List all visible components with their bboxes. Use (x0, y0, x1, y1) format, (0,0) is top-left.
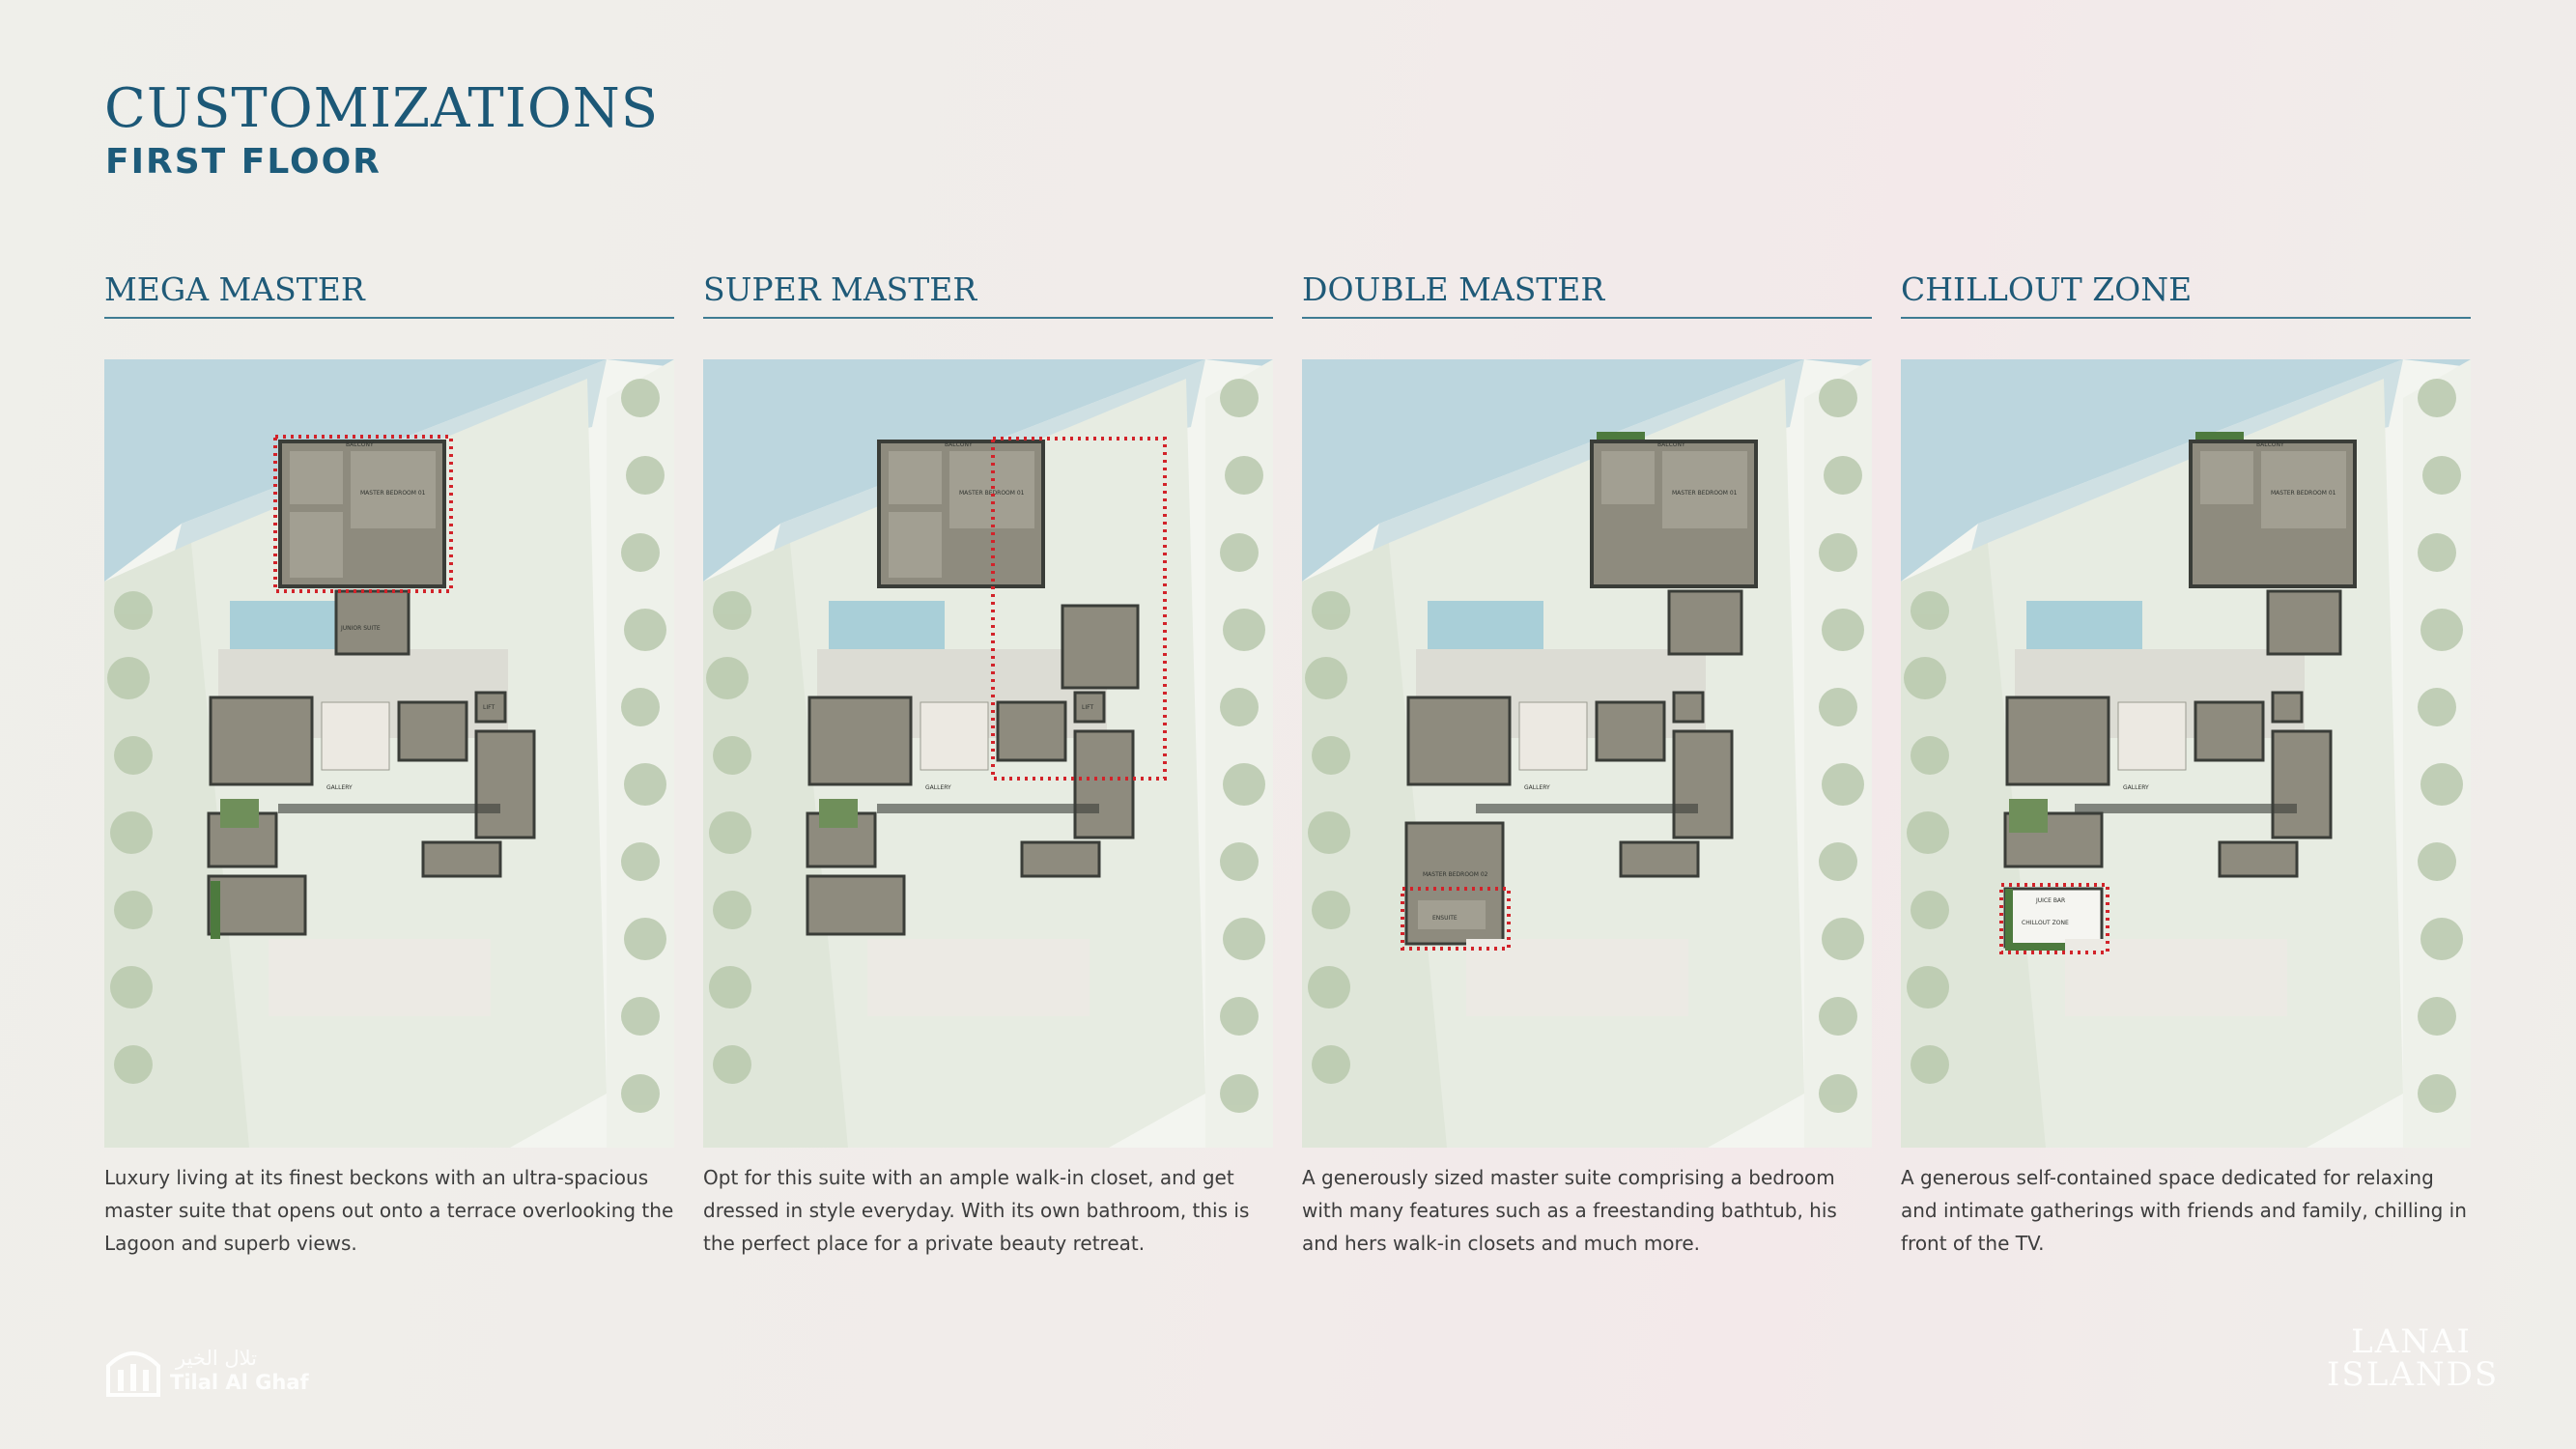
logo-english-text: Tilal Al Ghaf (170, 1371, 309, 1394)
highlight-box (273, 435, 453, 593)
house-plan (806, 440, 1140, 1016)
floor-plan-drawing: BALCONY MASTER BEDROOM 01 JUICE BAR CHIL… (1901, 359, 2471, 1148)
label-juice-bar: JUICE BAR (2035, 897, 2065, 904)
page-title: CUSTOMIZATIONS (104, 77, 660, 140)
floor-plan-drawing: BALCONY MASTER BEDROOM 01 JUNIOR SUITE G… (104, 359, 674, 1148)
plan-labels: BALCONY MASTER BEDROOM 01 JUICE BAR CHIL… (2022, 441, 2336, 926)
option-double-master: DOUBLE MASTER (1302, 263, 1872, 1255)
option-mega-master: MEGA MASTER (104, 263, 674, 1255)
floor-plan-chillout-zone: BALCONY MASTER BEDROOM 01 JUICE BAR CHIL… (1901, 359, 2471, 1148)
house-plan (1404, 432, 1758, 1016)
label-lift: LIFT (483, 704, 495, 711)
label-junior-suite: JUNIOR SUITE (340, 625, 381, 632)
logo-arabic-text: تلال الخير (176, 1347, 258, 1370)
trees (1305, 379, 1864, 1113)
label-master-bedroom: MASTER BEDROOM 01 (959, 490, 1025, 497)
floor-plan-mega-master: BALCONY MASTER BEDROOM 01 JUNIOR SUITE G… (104, 359, 674, 1148)
option-super-master: SUPER MASTER (703, 263, 1273, 1255)
label-master-bedroom: MASTER BEDROOM 01 (360, 490, 426, 497)
highlight-box (991, 437, 1167, 781)
label-gallery: GALLERY (326, 784, 353, 791)
label-chillout-zone: CHILLOUT ZONE (2022, 920, 2069, 926)
house-plan (207, 440, 536, 1016)
trees (107, 379, 666, 1113)
label-ensuite: ENSUITE (1432, 915, 1458, 922)
lanai-islands-logo: LANAI ISLANDS (2327, 1322, 2500, 1394)
option-title: SUPER MASTER (703, 263, 1273, 319)
label-gallery: GALLERY (1524, 784, 1550, 791)
floor-plan-super-master: BALCONY MASTER BEDROOM 01 GALLERY LIFT (703, 359, 1273, 1148)
plan-labels: BALCONY MASTER BEDROOM 01 JUNIOR SUITE G… (326, 441, 495, 791)
label-balcony: BALCONY (346, 441, 374, 448)
tilal-al-ghaf-emblem-icon (106, 1351, 160, 1397)
plan-labels: BALCONY MASTER BEDROOM 01 MASTER BEDROOM… (1423, 441, 1738, 922)
highlight-box (1401, 887, 1511, 951)
option-description: A generously sized master suite comprisi… (1302, 1166, 1837, 1255)
logo-word-lanai: LANAI (2351, 1322, 2472, 1361)
floor-plan-drawing: BALCONY MASTER BEDROOM 01 MASTER BEDROOM… (1302, 359, 1872, 1148)
option-chillout-zone: CHILLOUT ZONE (1901, 263, 2471, 1255)
highlight-box (1999, 883, 2109, 954)
option-title: CHILLOUT ZONE (1901, 263, 2471, 319)
label-gallery: GALLERY (925, 784, 951, 791)
label-gallery: GALLERY (2123, 784, 2149, 791)
label-lift: LIFT (1082, 704, 1093, 711)
option-title: MEGA MASTER (104, 263, 674, 319)
tilal-al-ghaf-logo: تلال الخير Tilal Al Ghaf (104, 1345, 317, 1399)
label-master-bedroom: MASTER BEDROOM 01 (1672, 490, 1738, 497)
logo-word-islands: ISLANDS (2327, 1355, 2500, 1394)
label-balcony: BALCONY (2256, 441, 2284, 448)
label-balcony: BALCONY (1657, 441, 1685, 448)
trees (1904, 379, 2463, 1113)
page-subtitle: FIRST FLOOR (105, 142, 382, 182)
floor-plan-double-master: BALCONY MASTER BEDROOM 01 MASTER BEDROOM… (1302, 359, 1872, 1148)
plan-labels: BALCONY MASTER BEDROOM 01 GALLERY LIFT (925, 441, 1093, 791)
label-master-bedroom-02: MASTER BEDROOM 02 (1423, 871, 1488, 878)
label-master-bedroom: MASTER BEDROOM 01 (2271, 490, 2336, 497)
option-description: A generous self-contained space dedicate… (1901, 1166, 2467, 1255)
option-title: DOUBLE MASTER (1302, 263, 1872, 319)
option-description: Luxury living at its finest beckons with… (104, 1166, 674, 1255)
label-balcony: BALCONY (945, 441, 973, 448)
trees (706, 379, 1265, 1113)
option-description: Opt for this suite with an ample walk-in… (703, 1166, 1250, 1255)
floor-plan-drawing: BALCONY MASTER BEDROOM 01 GALLERY LIFT (703, 359, 1273, 1148)
